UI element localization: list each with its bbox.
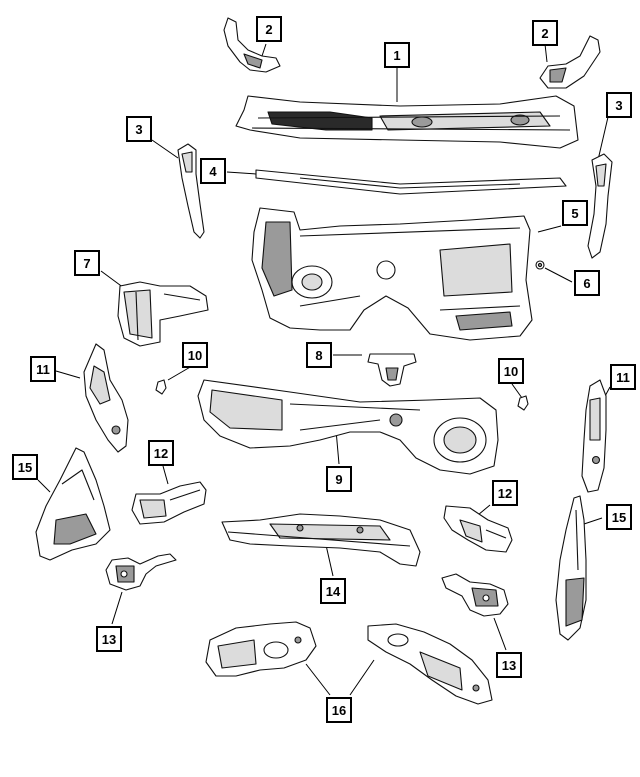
part-dash-insulator xyxy=(117,281,209,347)
part-support-left xyxy=(131,481,207,525)
part-wheelhouse-right xyxy=(367,623,493,705)
callout-12-left: 12 xyxy=(148,440,174,466)
callout-7: 7 xyxy=(74,250,100,276)
callout-16: 16 xyxy=(326,697,352,723)
part-side-panel-left xyxy=(83,343,129,453)
part-wheelhouse-left xyxy=(205,621,317,677)
part-apron-left xyxy=(35,447,111,561)
callout-11-left: 11 xyxy=(30,356,56,382)
callout-15-right: 15 xyxy=(606,504,632,530)
part-fastener-right xyxy=(517,395,529,411)
part-clip xyxy=(535,260,545,270)
callout-15-left: 15 xyxy=(12,454,38,480)
callout-13-right: 13 xyxy=(496,652,522,678)
part-fastener-left xyxy=(155,379,167,395)
part-dash-silencer xyxy=(197,379,499,475)
callout-3-right: 3 xyxy=(606,92,632,118)
part-bracket-left xyxy=(223,17,281,73)
callout-2-left: 2 xyxy=(256,16,282,42)
callout-6: 6 xyxy=(574,270,600,296)
part-crossmember xyxy=(221,513,421,567)
callout-4: 4 xyxy=(200,158,226,184)
part-bracket-right xyxy=(539,35,601,89)
part-apron-right xyxy=(555,495,587,641)
part-mount-left xyxy=(105,553,177,591)
callout-5: 5 xyxy=(562,200,588,226)
callout-10-left: 10 xyxy=(182,342,208,368)
part-support-right xyxy=(443,505,513,553)
callout-13-left: 13 xyxy=(96,626,122,652)
part-mount-right xyxy=(441,573,509,617)
part-center-bracket xyxy=(367,353,417,387)
callout-3-left: 3 xyxy=(126,116,152,142)
callout-10-right: 10 xyxy=(498,358,524,384)
part-pillar-right xyxy=(587,153,613,259)
callout-2-right: 2 xyxy=(532,20,558,46)
callout-11-right: 11 xyxy=(610,364,636,390)
part-dash-panel xyxy=(251,207,533,341)
callout-8: 8 xyxy=(306,342,332,368)
part-pillar-left xyxy=(177,143,205,239)
part-cowl-top-panel xyxy=(235,95,579,149)
callout-14: 14 xyxy=(320,578,346,604)
callout-12-right: 12 xyxy=(492,480,518,506)
part-seal-strip xyxy=(255,169,567,195)
callout-1: 1 xyxy=(384,42,410,68)
callout-9: 9 xyxy=(326,466,352,492)
part-side-panel-right xyxy=(581,379,607,493)
